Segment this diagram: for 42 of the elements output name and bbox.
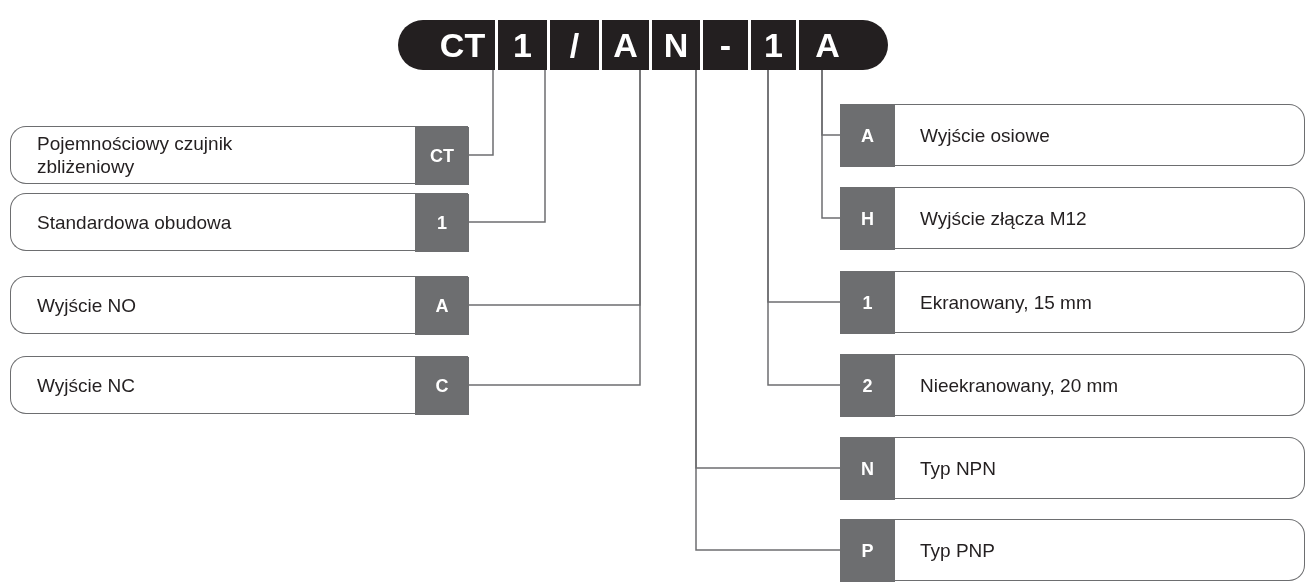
leader-line (695, 69, 841, 551)
code-tag: 1 (415, 194, 469, 252)
code-tag: 2 (840, 355, 895, 417)
code-tag: A (415, 277, 469, 335)
code-character: 1 (495, 20, 547, 70)
option-label: Standardowa obudowa (37, 210, 233, 234)
option-label: Wyjście złącza M12 (920, 206, 1087, 230)
code-tag: H (840, 188, 895, 250)
option-row (10, 276, 468, 334)
option-label: Typ NPN (920, 456, 997, 480)
option-row (840, 187, 1305, 249)
option-row (840, 271, 1305, 333)
code-tag: C (415, 357, 469, 415)
option-label: Ekranowany, 15 mm (920, 290, 1092, 314)
leader-line (767, 69, 841, 386)
code-character: 1 (748, 20, 796, 70)
option-row (10, 126, 468, 184)
code-tag: P (840, 520, 895, 582)
code-bar (398, 20, 888, 70)
code-character: - (700, 20, 748, 70)
option-row (10, 193, 468, 251)
option-row (840, 354, 1305, 416)
option-label: Wyjście NO (37, 293, 138, 317)
code-tag: CT (415, 127, 469, 185)
option-label: Wyjście NC (37, 373, 136, 397)
code-character: CT (430, 20, 495, 70)
leader-line (821, 69, 841, 219)
code-tag: 1 (840, 272, 895, 334)
option-label: Nieekranowany, 20 mm (920, 373, 1119, 397)
option-row (10, 356, 468, 414)
code-tag: N (840, 438, 895, 500)
option-label: Typ PNP (920, 538, 995, 562)
option-label: Wyjście osiowe (920, 123, 1050, 147)
code-character: N (649, 20, 700, 70)
code-character: / (547, 20, 599, 70)
option-label: Pojemnościowy czujnik zbliżeniowy (37, 132, 234, 178)
code-tag: A (840, 105, 895, 167)
option-row (840, 519, 1305, 581)
code-character: A (599, 20, 649, 70)
option-row (840, 104, 1305, 166)
option-row (840, 437, 1305, 499)
code-character: A (796, 20, 856, 70)
